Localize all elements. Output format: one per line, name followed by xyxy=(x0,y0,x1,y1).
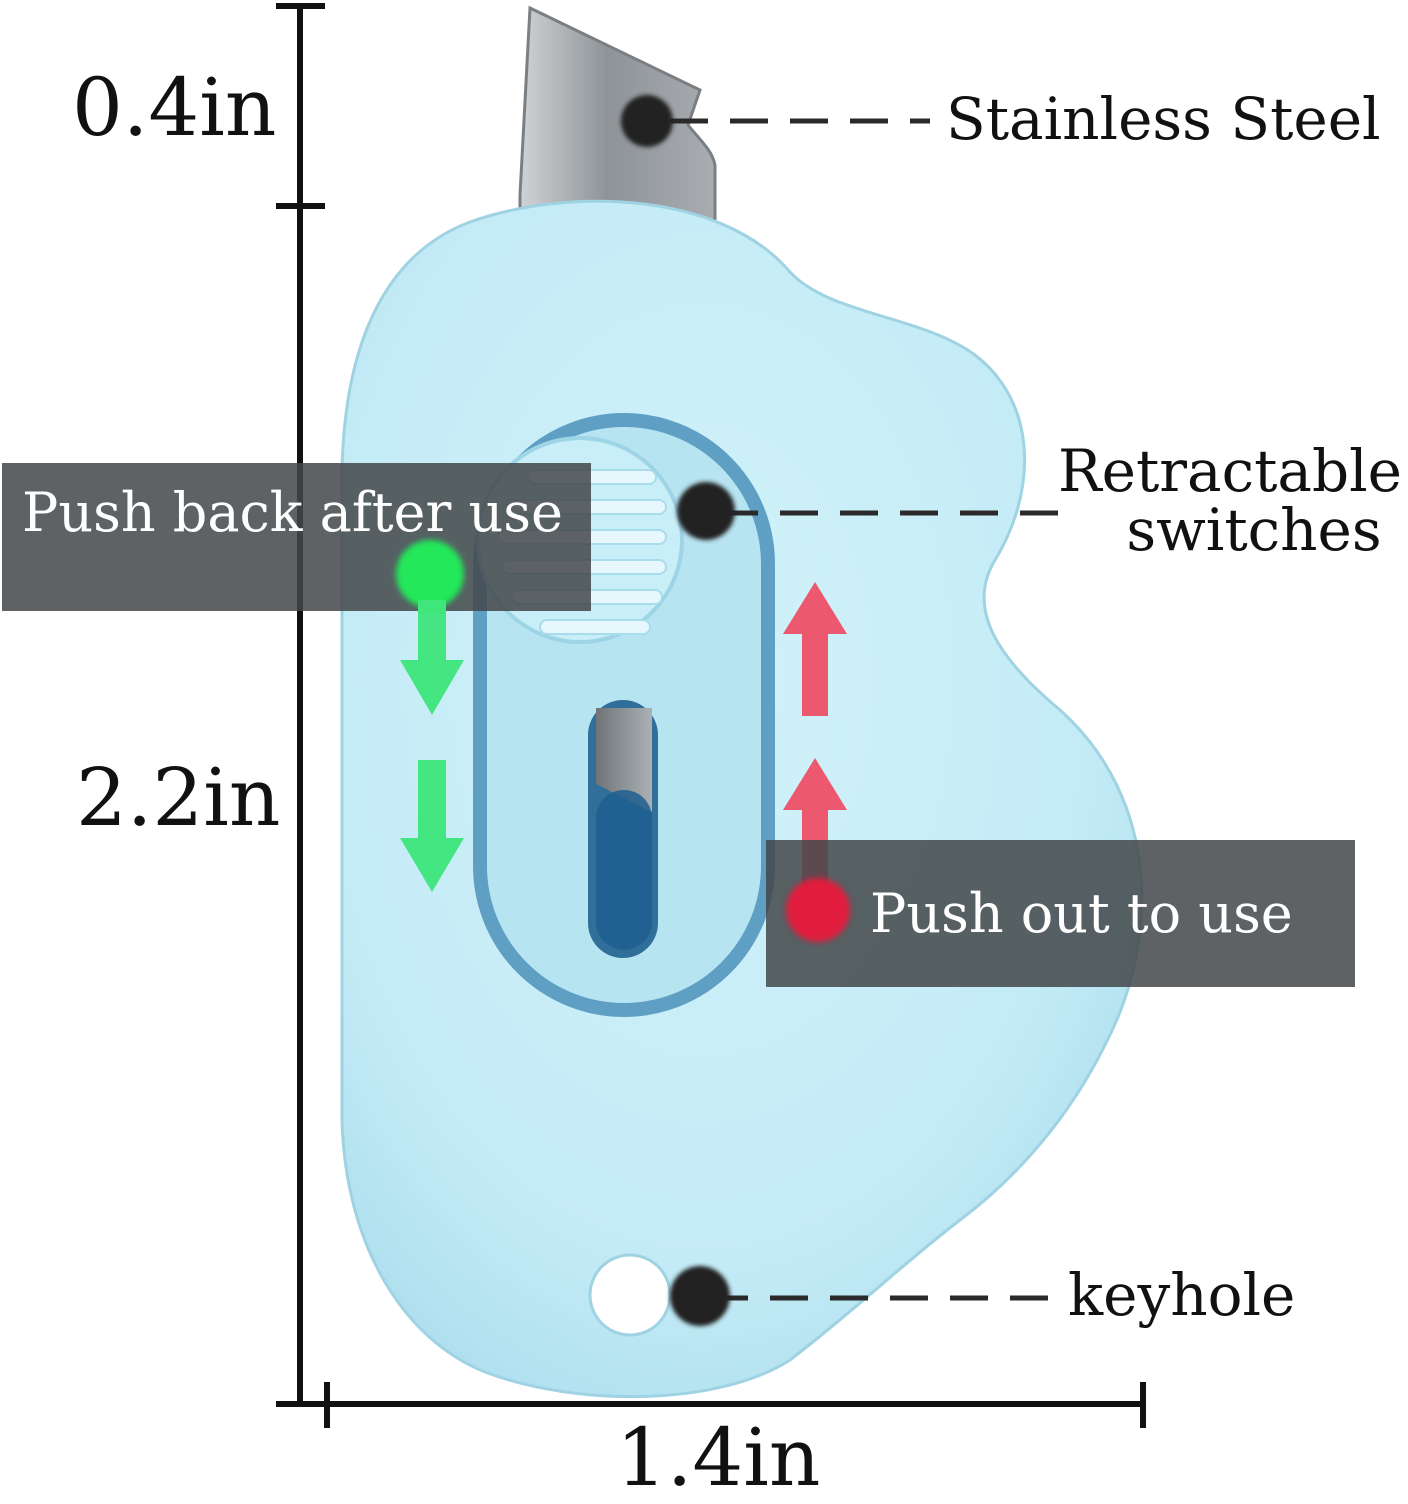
retract-arrows xyxy=(400,600,464,892)
down-arrow-icon xyxy=(400,760,464,892)
push-out-instruction-text: Push out to use xyxy=(870,882,1293,945)
blade-marker-dot xyxy=(621,95,673,147)
slot-lower xyxy=(596,790,652,950)
switch-marker-dot xyxy=(677,482,735,540)
body-height-label: 2.2in xyxy=(76,751,281,844)
push-back-instruction-box: Push back after use xyxy=(2,463,591,611)
body-width-label: 1.4in xyxy=(616,1411,821,1504)
up-arrow-icon xyxy=(783,582,847,716)
retractable-label-line2: switches xyxy=(1126,496,1382,565)
retractable-label-line1: Retractable xyxy=(1058,437,1402,505)
marker-dots xyxy=(621,95,735,1326)
retractable-switches-label: Retractable switches xyxy=(1058,437,1402,565)
inner-blade xyxy=(596,708,652,812)
stainless-steel-label: Stainless Steel xyxy=(946,85,1381,153)
keyhole-hole xyxy=(588,1253,672,1337)
blade xyxy=(518,5,717,227)
callout-leaders xyxy=(670,118,1060,1301)
blade-height-label: 0.4in xyxy=(72,61,277,154)
push-back-instruction-text: Push back after use xyxy=(22,481,563,544)
dimension-lines xyxy=(276,3,1146,1428)
keyhole-marker-dot xyxy=(670,1266,730,1326)
push-out-instruction-box: Push out to use xyxy=(766,840,1355,987)
keyhole-label: keyhole xyxy=(1068,1261,1296,1329)
